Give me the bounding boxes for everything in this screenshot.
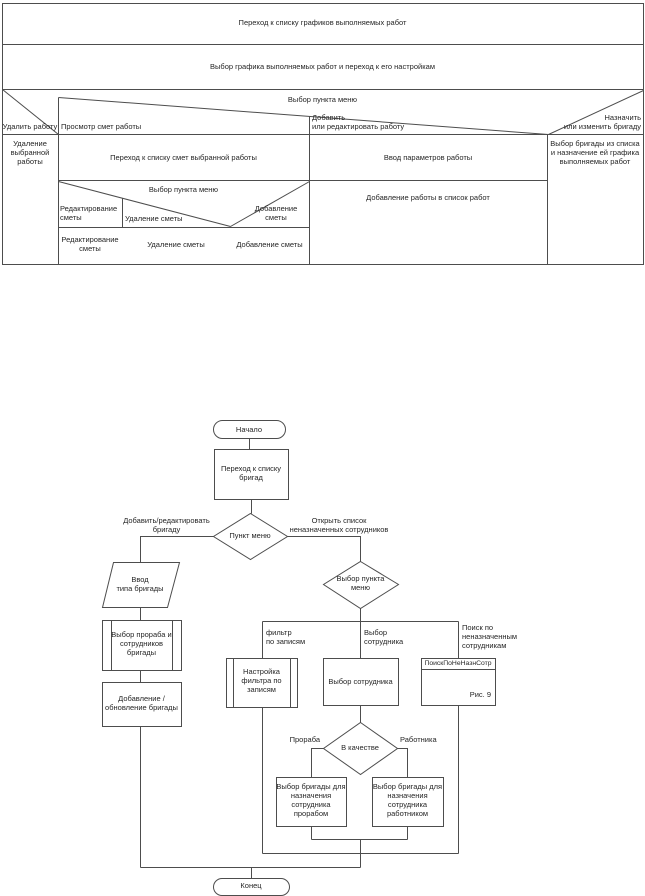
as-role-decision-shape	[322, 721, 399, 776]
start-terminator-shape	[213, 420, 286, 439]
branch-filter-label: фильтр по записям	[266, 628, 306, 647]
table-option-delete-work: Удалить работу	[2, 122, 58, 131]
select-employee-shape	[323, 658, 399, 706]
table-estimates-menu-label: Выбор пункта меню	[148, 185, 219, 194]
connector-menu-left-branch	[140, 536, 214, 563]
table-option-add-edit-work: Добавить или редактировать работу	[312, 113, 405, 132]
table-inner-diagonal-right	[230, 181, 310, 227]
subroutine-name-label: ПоискПоНеНазнСотр	[424, 660, 492, 667]
table-diagonal-right	[548, 90, 644, 135]
add-update-brigade-shape	[102, 682, 182, 727]
menu-select-decision-shape	[322, 560, 400, 610]
role-foreman-label: Прораба	[289, 735, 320, 744]
table-diagonal-menu	[58, 97, 549, 135]
goto-brigades-label: Переход к списку бригад	[220, 464, 282, 483]
table-option-assign-brigade: Назначить или изменить бригаду	[563, 113, 641, 132]
as-role-decision-label: В качестве	[341, 743, 379, 752]
input-brigade-type-shape	[101, 562, 181, 608]
table-option-edit-estimate: Редактирование сметы	[60, 204, 118, 223]
end-terminator-label: Конец	[240, 881, 262, 890]
connector-role-left	[311, 748, 324, 778]
branch-add-edit-label: Добавить/редактировать бригаду	[123, 516, 210, 535]
goto-brigades-shape	[214, 449, 289, 500]
table-cell-add-estimate: Добавление сметы	[236, 240, 303, 249]
table-cell-delete-estimate: Удаление сметы	[147, 240, 205, 249]
table-main-menu-label: Выбор пункта меню	[287, 95, 358, 104]
branch-select-employee-label: Выбор сотрудника	[364, 628, 404, 647]
table-cell-add-work: Добавление работы в список работ	[366, 193, 490, 202]
select-employee-label: Выбор сотрудника	[328, 677, 393, 686]
connector-menu-right-branch	[287, 536, 361, 562]
select-foreman-label: Выбор прораба и сотрудников бригады	[111, 630, 172, 658]
table-row1-title: Переход к списку графиков выполняемых ра…	[238, 18, 407, 27]
table-inner-diagonal-left	[58, 181, 231, 227]
menu-item-decision-shape	[212, 512, 289, 561]
table-option-view-estimates: Просмотр смет работы	[61, 122, 142, 131]
assign-as-foreman-label: Выбор бригады для назначения сотрудника …	[276, 782, 346, 819]
branch-search-label: Поиск по неназначенным сотрудникам	[462, 623, 518, 651]
table-cell-work-params: Ввод параметров работы	[383, 153, 473, 162]
table-cell-assign-brigade: Выбор бригады из списка и назначение ей …	[550, 139, 640, 167]
table-cell-edit-estimate: Редактирование сметы	[61, 235, 119, 254]
assign-as-foreman-shape	[276, 777, 347, 827]
connector-role-right	[397, 748, 408, 778]
flowchart-connectors	[140, 438, 459, 879]
menu-item-decision-label: Пункт меню	[229, 531, 271, 540]
assign-as-worker-shape	[372, 777, 444, 827]
table-cell-delete-work: Удаление выбранной работы	[10, 139, 50, 167]
select-foreman-sidebars	[111, 620, 173, 671]
add-update-brigade-label: Добавление / обновление бригады	[105, 694, 178, 713]
table-diagonal-left	[2, 89, 59, 135]
subroutine-shape	[421, 658, 496, 706]
table-row2-title: Выбор графика выполняемых работ и перехо…	[210, 62, 435, 71]
table-cell-goto-estimates: Переход к списку смет выбранной работы	[110, 153, 257, 162]
start-terminator-label: Начало	[235, 425, 263, 434]
branch-open-list-label: Открыть список неназначенных сотрудников	[289, 516, 389, 535]
flowchart-nodes	[101, 420, 496, 896]
menu-select-decision-label: Выбор пункта меню	[336, 574, 385, 593]
select-foreman-shape	[102, 620, 182, 671]
role-worker-label: Работника	[400, 735, 437, 744]
table-option-delete-estimate: Удаление сметы	[125, 214, 183, 223]
filter-setup-shape	[226, 658, 298, 708]
assign-as-worker-label: Выбор бригады для назначения сотрудника …	[372, 782, 443, 819]
menu-structure-table	[2, 3, 644, 265]
filter-setup-sidebars	[233, 658, 291, 708]
input-brigade-type-label: Ввод типа бригады	[116, 575, 164, 594]
table-option-add-estimate: Добавление сметы	[254, 204, 298, 223]
subroutine-figure-ref: Рис. 9	[469, 690, 491, 699]
filter-setup-label: Настройка фильтра по записям	[241, 667, 282, 695]
